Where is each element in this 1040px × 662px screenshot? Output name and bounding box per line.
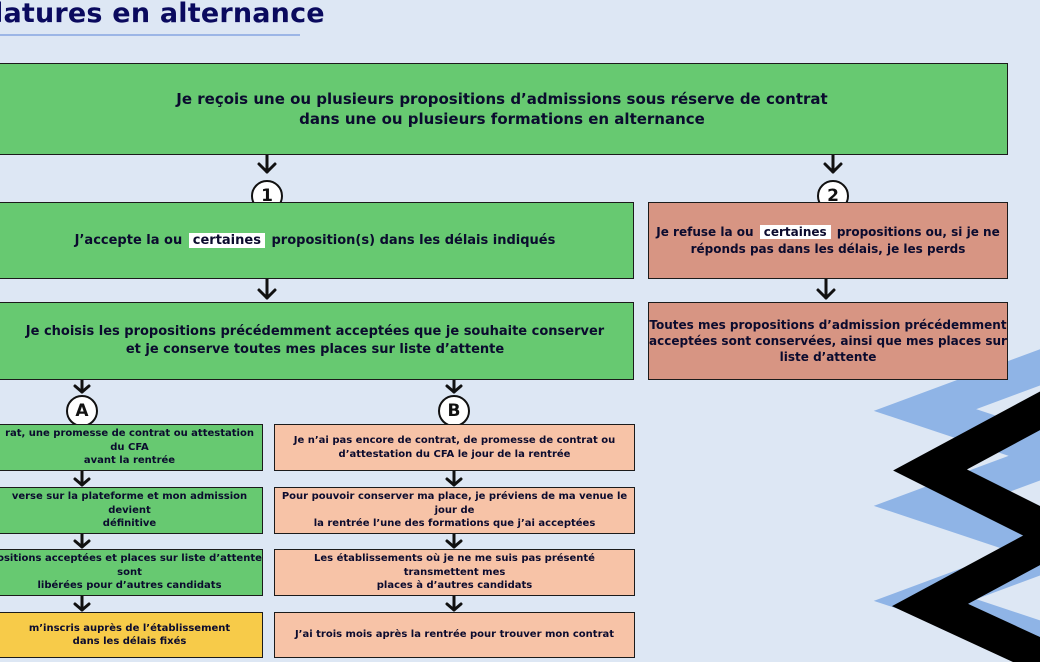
path-b-step-1: Je n’ai pas encore de contrat, de promes… <box>274 424 635 471</box>
path-b-step-1-line2: d’attestation du CFA le jour de la rentr… <box>338 448 571 460</box>
path-a-step-2: verse sur la plateforme et mon admission… <box>0 487 263 534</box>
path-a-badge: A <box>66 395 98 427</box>
certaines-highlight-2: certaines <box>759 225 831 240</box>
path-b-step-3-line1: Les établissements où je ne me suis pas … <box>314 553 595 578</box>
refuse-line2: réponds pas dans les délais, je les perd… <box>690 241 966 256</box>
path-a-step-3-line1: ositions acceptées et places sur liste d… <box>0 553 262 578</box>
path-b-step-4: J’ai trois mois après la rentrée pour tr… <box>274 612 635 658</box>
path-a-step-2-line2: définitive <box>102 518 157 530</box>
path-b-step-2-line2: la rentrée l’une des formations que j’ai… <box>313 518 596 530</box>
path-a-step-3-line2: libérées pour d’autres candidats <box>37 580 222 592</box>
accept-text-end: proposition(s) dans les délais indiqués <box>271 232 556 248</box>
path-a-step-3: ositions acceptées et places sur liste d… <box>0 549 263 596</box>
path-a-step-1-line2: avant la rentrée <box>83 455 176 467</box>
kept-line2: acceptées sont conservées, ainsi que mes… <box>649 333 1007 348</box>
choose-line2: et je conserve toutes mes places sur lis… <box>125 342 505 357</box>
path-a-step-1-line1: rat, une promesse de contrat ou attestat… <box>5 428 254 453</box>
kept-line1: Toutes mes propositions d’admission préc… <box>649 317 1007 332</box>
path-b-step-3-line2: places à d’autres candidats <box>376 580 533 592</box>
path-b-step-1-line1: Je n’ai pas encore de contrat, de promes… <box>293 435 616 446</box>
accept-text-start: J’accepte la ou <box>74 232 183 248</box>
initial-propositions-line1: Je reçois une ou plusieurs propositions … <box>176 89 828 108</box>
refuse-text-start: Je refuse la ou <box>656 225 754 240</box>
certaines-highlight: certaines <box>188 232 265 248</box>
refuse-propositions-box: Je refuse la ou certaines propositions o… <box>648 202 1008 279</box>
initial-propositions-box: Je reçois une ou plusieurs propositions … <box>0 63 1008 155</box>
initial-propositions-line2: dans une ou plusieurs formations en alte… <box>299 110 705 128</box>
path-b-step-3: Les établissements où je ne me suis pas … <box>274 549 635 596</box>
kept-line3: liste d’attente <box>779 350 877 365</box>
path-b-badge: B <box>438 395 470 427</box>
page-title: latures en alternance <box>0 0 325 29</box>
path-b-step-2-line1: Pour pouvoir conserver ma place, je prév… <box>281 491 628 516</box>
kept-propositions-box: Toutes mes propositions d’admission préc… <box>648 302 1008 380</box>
path-a-step-2-line1: verse sur la plateforme et mon admission… <box>11 491 248 516</box>
choose-line1: Je choisis les propositions précédemment… <box>25 324 605 340</box>
path-a-step-4: m’inscris auprès de l’établissement dans… <box>0 612 263 658</box>
refuse-text-end: propositions ou, si je ne <box>836 225 1000 240</box>
path-b-step-4-line1: J’ai trois mois après la rentrée pour tr… <box>294 629 615 641</box>
accept-propositions-box: J’accepte la ou certaines proposition(s)… <box>0 202 634 279</box>
path-a-step-4-line2: dans les délais fixés <box>72 636 187 647</box>
path-a-step-1: rat, une promesse de contrat ou attestat… <box>0 424 263 471</box>
path-a-step-4-line1: m’inscris auprès de l’établissement <box>28 622 231 634</box>
path-b-step-2: Pour pouvoir conserver ma place, je prév… <box>274 487 635 534</box>
title-underline <box>0 34 300 36</box>
choose-propositions-box: Je choisis les propositions précédemment… <box>0 302 634 380</box>
